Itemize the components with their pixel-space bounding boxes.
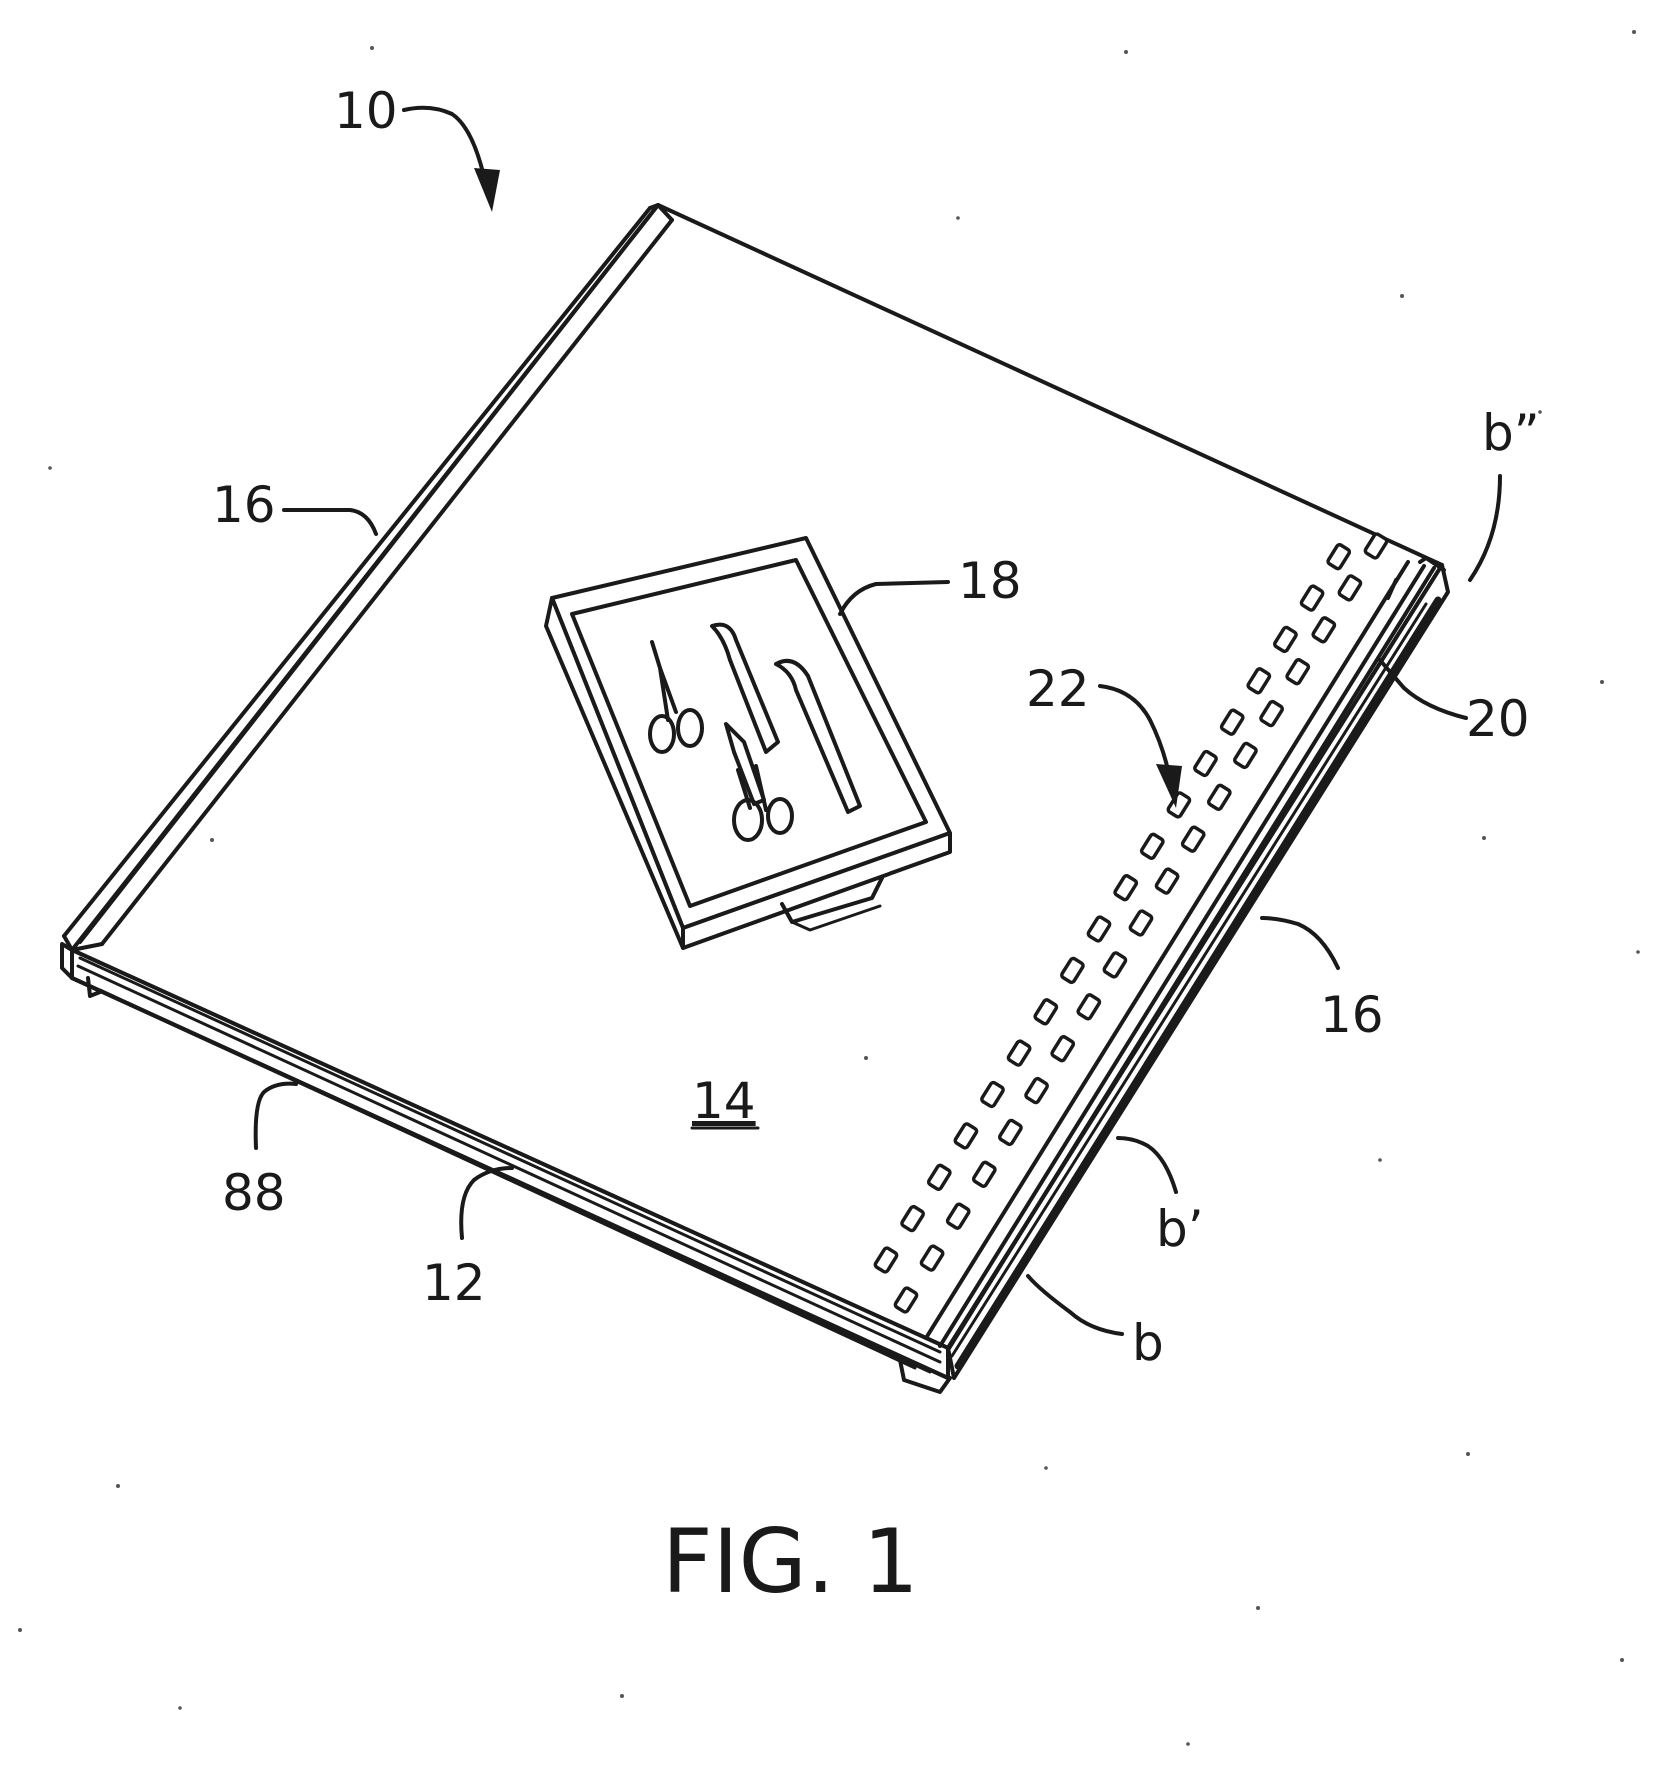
label-12: 12	[422, 1254, 486, 1312]
figure-caption: FIG. 1	[662, 1510, 919, 1613]
leader-88	[256, 1084, 296, 1148]
leader-b	[1028, 1276, 1122, 1334]
label-88: 88	[222, 1164, 286, 1222]
label-b-prime: b’	[1156, 1200, 1204, 1258]
leader-b-double-prime	[1470, 476, 1500, 580]
leader-16-right	[1262, 918, 1338, 968]
label-14: 14	[692, 1072, 756, 1130]
label-16-left: 16	[212, 476, 276, 534]
label-b-double-prime: b”	[1482, 404, 1540, 462]
leader-16-left	[284, 510, 376, 534]
label-16-right: 16	[1320, 986, 1384, 1044]
label-10: 10	[334, 82, 398, 140]
leader-b-prime	[1118, 1138, 1176, 1192]
arrowhead-10-icon	[474, 168, 500, 212]
label-20: 20	[1466, 690, 1530, 748]
label-b: b	[1132, 1314, 1164, 1372]
label-18: 18	[958, 552, 1022, 610]
label-22: 22	[1026, 660, 1090, 718]
leader-10	[404, 108, 488, 196]
